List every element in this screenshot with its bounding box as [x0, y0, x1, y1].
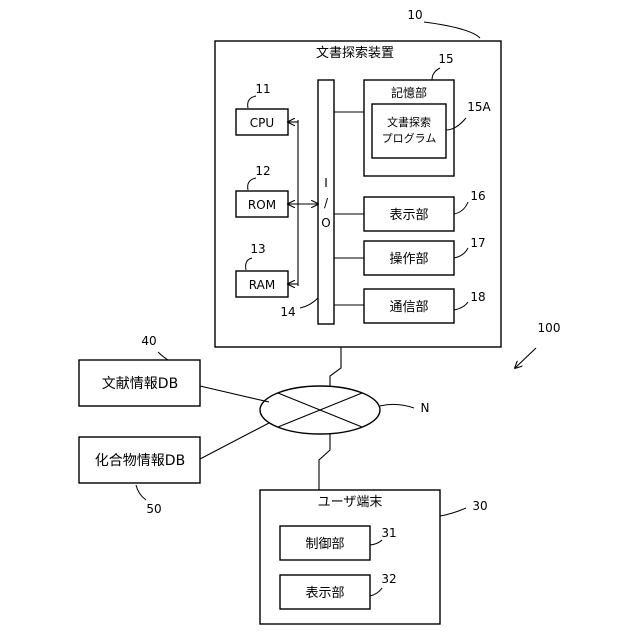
io-label-i: I [324, 176, 328, 190]
literature-db-ref-label: 40 [141, 334, 156, 348]
rom-ref-label: 12 [255, 164, 270, 178]
io-label-slash: / [324, 196, 329, 210]
terminal-display-label: 表示部 [305, 586, 344, 601]
cpu-ref-leader [248, 96, 256, 108]
compound-db-network-link [200, 423, 269, 459]
io-label-o: O [321, 216, 330, 230]
terminal-display-ref-label: 32 [381, 572, 396, 586]
user-terminal-title: ユーザ端末 [318, 495, 383, 510]
network-ref-label: N [421, 401, 430, 415]
compound-db-ref-label: 50 [146, 502, 161, 516]
program-box [372, 104, 446, 158]
storage-label: 記憶部 [391, 85, 427, 100]
communication-ref-label: 18 [470, 290, 485, 304]
terminal-control-label: 制御部 [305, 537, 344, 552]
program-label-line2: プログラム [382, 131, 437, 145]
bus-ref-leader [300, 298, 318, 308]
network-ref-leader [380, 404, 414, 408]
device-display-ref-leader [454, 202, 468, 214]
device-network-link [330, 347, 341, 386]
cpu-label: CPU [250, 116, 274, 130]
operation-ref-leader [454, 248, 468, 258]
ram-ref-label: 13 [250, 242, 265, 256]
cpu-ref-label: 11 [255, 82, 270, 96]
system-ref-label: 100 [538, 321, 561, 335]
program-label-line1: 文書探索 [387, 115, 431, 129]
ram-label: RAM [249, 278, 275, 292]
communication-label: 通信部 [389, 300, 428, 315]
device-ref-label: 10 [407, 8, 422, 22]
user-terminal-ref-leader [440, 508, 466, 516]
bus-ref-label: 14 [280, 305, 295, 319]
terminal-display-ref-leader [370, 588, 382, 596]
communication-ref-leader [454, 302, 468, 310]
compound-db-ref-leader [136, 485, 146, 500]
literature-db-ref-leader [158, 352, 168, 360]
user-terminal-ref-label: 30 [472, 499, 487, 513]
user-terminal-box [260, 490, 440, 624]
storage-ref-label: 15 [438, 52, 453, 66]
terminal-control-ref-label: 31 [381, 526, 396, 540]
device-display-ref-label: 16 [470, 189, 485, 203]
ram-ref-leader [246, 258, 252, 270]
terminal-control-ref-leader [370, 540, 382, 545]
literature-db-label: 文献情報DB [102, 376, 178, 392]
rom-label: ROM [248, 198, 276, 212]
program-ref-leader [446, 118, 466, 130]
literature-db-network-link [200, 386, 269, 402]
compound-db-label: 化合物情報DB [95, 453, 185, 469]
storage-ref-leader [432, 68, 440, 80]
system-ref-arrow [515, 348, 536, 368]
document-search-device-title: 文書探索装置 [316, 46, 394, 61]
program-ref-label: 15A [467, 100, 491, 114]
operation-ref-label: 17 [470, 236, 485, 250]
rom-ref-leader [248, 178, 256, 190]
operation-label: 操作部 [389, 251, 428, 267]
device-ref-leader [424, 22, 480, 38]
network-terminal-link [319, 434, 330, 490]
device-display-label: 表示部 [389, 208, 428, 223]
